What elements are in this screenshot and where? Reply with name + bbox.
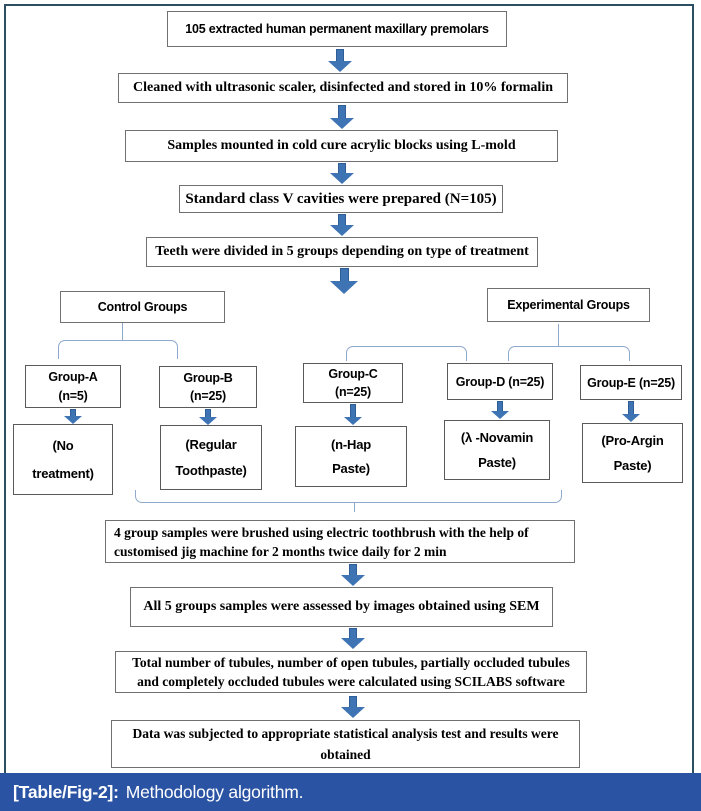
group-c-name: Group-C — [328, 367, 378, 382]
group-a-n: (n=5) — [58, 388, 88, 403]
bracket-groups-cd — [346, 346, 467, 361]
group-c-arrow-icon — [344, 404, 362, 425]
statistics-line1: Data was subjected to appropriate statis… — [132, 726, 559, 741]
control-stem-connector — [122, 323, 123, 340]
underbrace-right-connector — [354, 490, 562, 503]
treatment-c-line2: Paste) — [332, 461, 370, 477]
treatment-e-line1: (Pro-Argin — [601, 433, 664, 449]
flow-step-cleaning: Cleaned with ultrasonic scaler, disinfec… — [118, 73, 568, 103]
group-e-box: Group-E (n=25) — [580, 365, 682, 400]
treatment-c-line1: (n-Hap — [331, 436, 371, 452]
flow-step-mounting: Samples mounted in cold cure acrylic blo… — [125, 130, 558, 162]
treatment-d-box: (λ -Novamin Paste) — [444, 420, 550, 480]
tubule-line1: Total number of tubules, number of open … — [132, 655, 570, 670]
treatment-b-line1: (Regular — [185, 437, 237, 452]
treatment-a-line1: (No — [52, 438, 74, 453]
treatment-a-box: (No treatment) — [13, 424, 113, 495]
caption-bar: [Table/Fig-2]: Methodology algorithm. — [0, 773, 701, 811]
group-b-n: (n=25) — [190, 389, 226, 403]
experimental-groups-box: Experimental Groups — [487, 288, 650, 322]
flow-arrow-6-icon — [341, 564, 365, 586]
flow-step-tubule-count: Total number of tubules, number of open … — [115, 651, 587, 693]
statistics-line2: obtained — [320, 747, 371, 762]
brushing-line1: 4 group samples were brushed using elect… — [114, 524, 529, 540]
group-b-arrow-icon — [199, 409, 217, 425]
flow-step-sem: All 5 groups samples were assessed by im… — [130, 587, 553, 627]
flow-step-statistics: Data was subjected to appropriate statis… — [111, 720, 580, 768]
flow-arrow-1-icon — [328, 49, 352, 72]
flow-arrow-5-icon — [330, 268, 358, 294]
flow-arrow-2-icon — [330, 105, 354, 129]
flow-step-division: Teeth were divided in 5 groups depending… — [146, 237, 538, 267]
flow-step-cavities: Standard class V cavities were prepared … — [179, 185, 503, 213]
group-a-arrow-icon — [64, 409, 82, 424]
group-c-n: (n=25) — [335, 384, 371, 399]
bracket-experimental-de — [508, 346, 630, 361]
treatment-b-box: (Regular Toothpaste) — [160, 425, 262, 490]
figure-label: [Table/Fig-2]: — [13, 781, 119, 802]
treatment-b-line2: Toothpaste) — [175, 463, 247, 478]
treatment-d-line2: Paste) — [478, 454, 516, 470]
group-d-name: Group-D (n=25) — [455, 374, 545, 389]
group-e-name: Group-E (n=25) — [587, 375, 675, 390]
flow-arrow-3-icon — [330, 163, 354, 184]
flow-arrow-8-icon — [341, 696, 365, 718]
flow-step-brushing: 4 group samples were brushed using elect… — [105, 520, 575, 563]
treatment-a-line2: treatment) — [32, 466, 94, 481]
tubule-line2: and completely occluded tubules were cal… — [137, 674, 565, 689]
treatment-e-box: (Pro-Argin Paste) — [582, 423, 683, 483]
group-d-box: Group-D (n=25) — [447, 363, 553, 400]
group-a-name: Group-A — [48, 370, 98, 385]
flow-arrow-4-icon — [330, 214, 354, 236]
flow-step-sample: 105 extracted human permanent maxillary … — [167, 11, 507, 47]
brushing-line2: customised jig machine for 2 months twic… — [114, 543, 447, 559]
treatment-d-line1: (λ -Novamin — [460, 430, 534, 446]
experimental-stem-connector — [558, 324, 559, 346]
figure-caption-text: Methodology algorithm. — [125, 781, 304, 802]
group-d-arrow-icon — [491, 401, 509, 419]
group-c-box: Group-C (n=25) — [303, 363, 403, 403]
treatment-e-line2: Paste) — [613, 457, 652, 473]
control-groups-box: Control Groups — [60, 291, 225, 323]
group-a-box: Group-A (n=5) — [25, 365, 121, 408]
underbrace-center-tick — [354, 503, 355, 512]
underbrace-left-connector — [135, 490, 354, 503]
bracket-control-ab — [58, 340, 178, 359]
group-b-box: Group-B (n=25) — [159, 366, 257, 408]
group-e-arrow-icon — [622, 401, 640, 422]
flow-arrow-7-icon — [341, 628, 365, 649]
group-b-name: Group-B — [183, 371, 233, 385]
treatment-c-box: (n-Hap Paste) — [295, 426, 407, 487]
